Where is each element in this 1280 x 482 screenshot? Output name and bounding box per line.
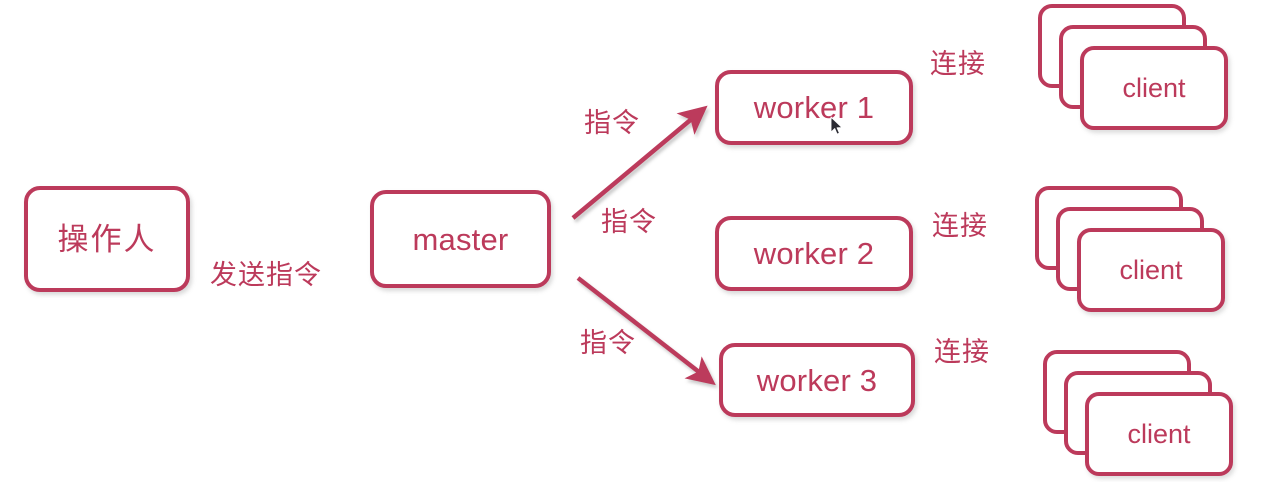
- node-master-label: master: [412, 221, 509, 257]
- client-sheet-front[interactable]: client: [1080, 46, 1228, 130]
- node-client-group-2[interactable]: client: [1035, 186, 1225, 312]
- edge-label-worker2-to-client2: 连接: [932, 211, 988, 241]
- node-worker-2[interactable]: worker 2: [715, 216, 913, 291]
- client-sheet-front[interactable]: client: [1085, 392, 1233, 476]
- node-client-3-label: client: [1127, 418, 1191, 449]
- node-worker-3-label: worker 3: [756, 362, 878, 398]
- node-worker-3[interactable]: worker 3: [719, 343, 915, 417]
- node-operator[interactable]: 操作人: [24, 186, 190, 292]
- edge-label-worker3-to-client3: 连接: [934, 337, 990, 367]
- edge-label-worker1-to-client1: 连接: [930, 49, 986, 79]
- node-client-1-label: client: [1122, 72, 1186, 103]
- arrow-master-to-worker1: [571, 105, 708, 220]
- edge-label-master-to-worker1: 指令: [584, 108, 640, 138]
- client-sheet-front[interactable]: client: [1077, 228, 1225, 312]
- edge-label-operator-to-master: 发送指令: [210, 260, 322, 290]
- node-client-group-3[interactable]: client: [1043, 350, 1233, 476]
- node-master[interactable]: master: [370, 190, 551, 288]
- edge-label-master-to-worker2: 指令: [601, 207, 657, 237]
- node-worker-2-label: worker 2: [753, 236, 875, 271]
- edge-label-master-to-worker3: 指令: [580, 328, 636, 358]
- node-client-group-1[interactable]: client: [1038, 4, 1228, 130]
- node-operator-label: 操作人: [57, 221, 157, 257]
- arrow-master-to-worker3: [576, 276, 716, 386]
- node-worker-1-label: worker 1: [753, 90, 875, 125]
- node-worker-1[interactable]: worker 1: [715, 70, 913, 145]
- node-client-2-label: client: [1119, 254, 1183, 285]
- mouse-pointer-icon: [830, 116, 843, 135]
